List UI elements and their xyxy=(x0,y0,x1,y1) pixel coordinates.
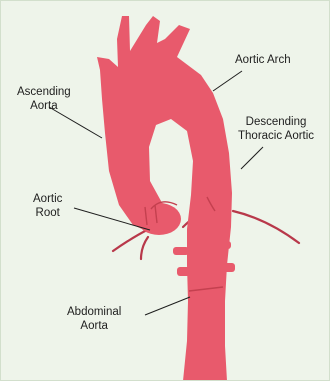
label-ascending-aorta-line2: Aorta xyxy=(17,99,71,113)
label-abdominal-aorta: Abdominal Aorta xyxy=(67,305,121,333)
abdominal-stub-right-1 xyxy=(221,263,235,272)
label-ascending-aorta: Ascending Aorta xyxy=(17,85,71,113)
label-abdominal-aorta-line2: Aorta xyxy=(67,319,121,333)
abdominal-stub-left-1 xyxy=(177,267,191,276)
abdominal-stub-left-2 xyxy=(173,247,189,255)
label-aortic-arch: Aortic Arch xyxy=(235,53,291,67)
abdominal-stub-right-2 xyxy=(219,241,231,249)
label-abdominal-aorta-line1: Abdominal xyxy=(67,305,121,319)
aortic-root-bulb xyxy=(137,203,181,235)
label-aortic-root: Aortic Root xyxy=(33,192,62,220)
label-ascending-aorta-line1: Ascending xyxy=(17,85,71,99)
label-descending-thoracic: Descending Thoracic Aortic xyxy=(238,115,314,143)
label-aortic-root-line2: Root xyxy=(33,206,62,220)
label-descending-thoracic-line2: Thoracic Aortic xyxy=(238,129,314,143)
label-aortic-root-line1: Aortic xyxy=(33,192,62,206)
label-descending-thoracic-line1: Descending xyxy=(238,115,314,129)
